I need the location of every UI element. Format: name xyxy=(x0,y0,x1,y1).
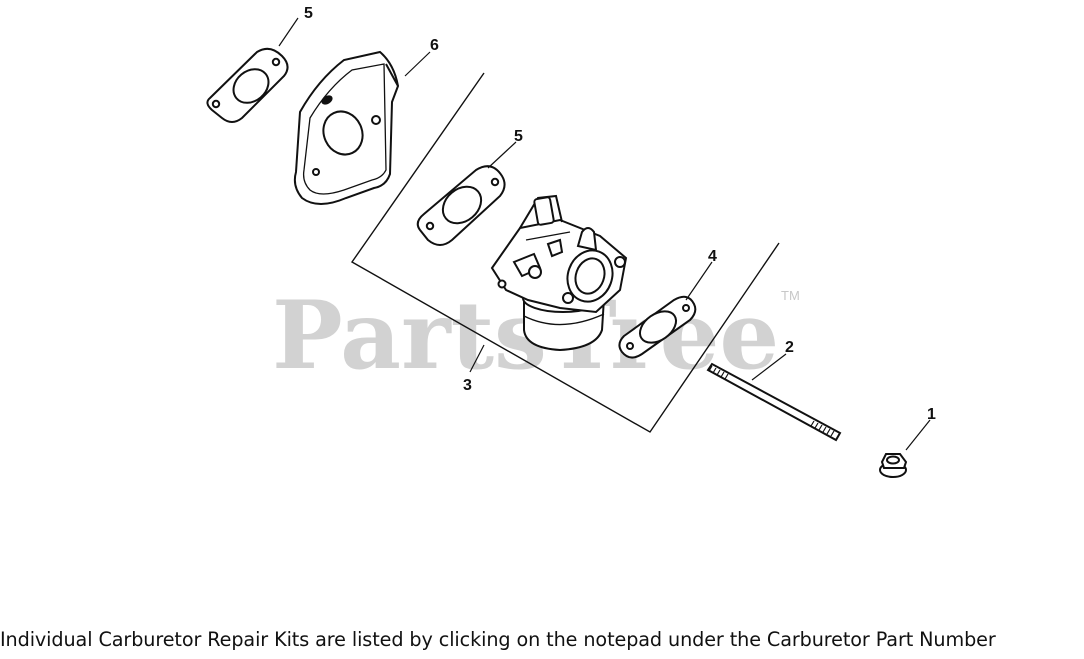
watermark-trademark: TM xyxy=(781,288,800,303)
callout-1[interactable]: 1 xyxy=(927,406,936,423)
assembly-bracket xyxy=(350,72,780,433)
callout-2[interactable]: 2 xyxy=(785,339,794,356)
footer-note: Individual Carburetor Repair Kits are li… xyxy=(0,628,996,651)
part-carburetor[interactable] xyxy=(490,194,628,352)
part-flange-nut[interactable] xyxy=(879,453,908,478)
callout-labels: 5 6 5 4 2 3 1 xyxy=(304,5,936,423)
callout-5-upper[interactable]: 5 xyxy=(304,5,313,22)
callout-4[interactable]: 4 xyxy=(708,248,717,265)
part-stud[interactable] xyxy=(706,362,842,442)
leader-lines xyxy=(278,17,931,451)
callout-6[interactable]: 6 xyxy=(430,37,439,54)
callout-5-middle[interactable]: 5 xyxy=(514,128,523,145)
part-gasket-middle[interactable] xyxy=(416,165,506,246)
part-gasket-small[interactable] xyxy=(618,295,697,359)
callout-3[interactable]: 3 xyxy=(463,377,472,394)
part-baffle-plate[interactable] xyxy=(293,50,400,205)
part-gasket-upper[interactable] xyxy=(206,47,289,123)
